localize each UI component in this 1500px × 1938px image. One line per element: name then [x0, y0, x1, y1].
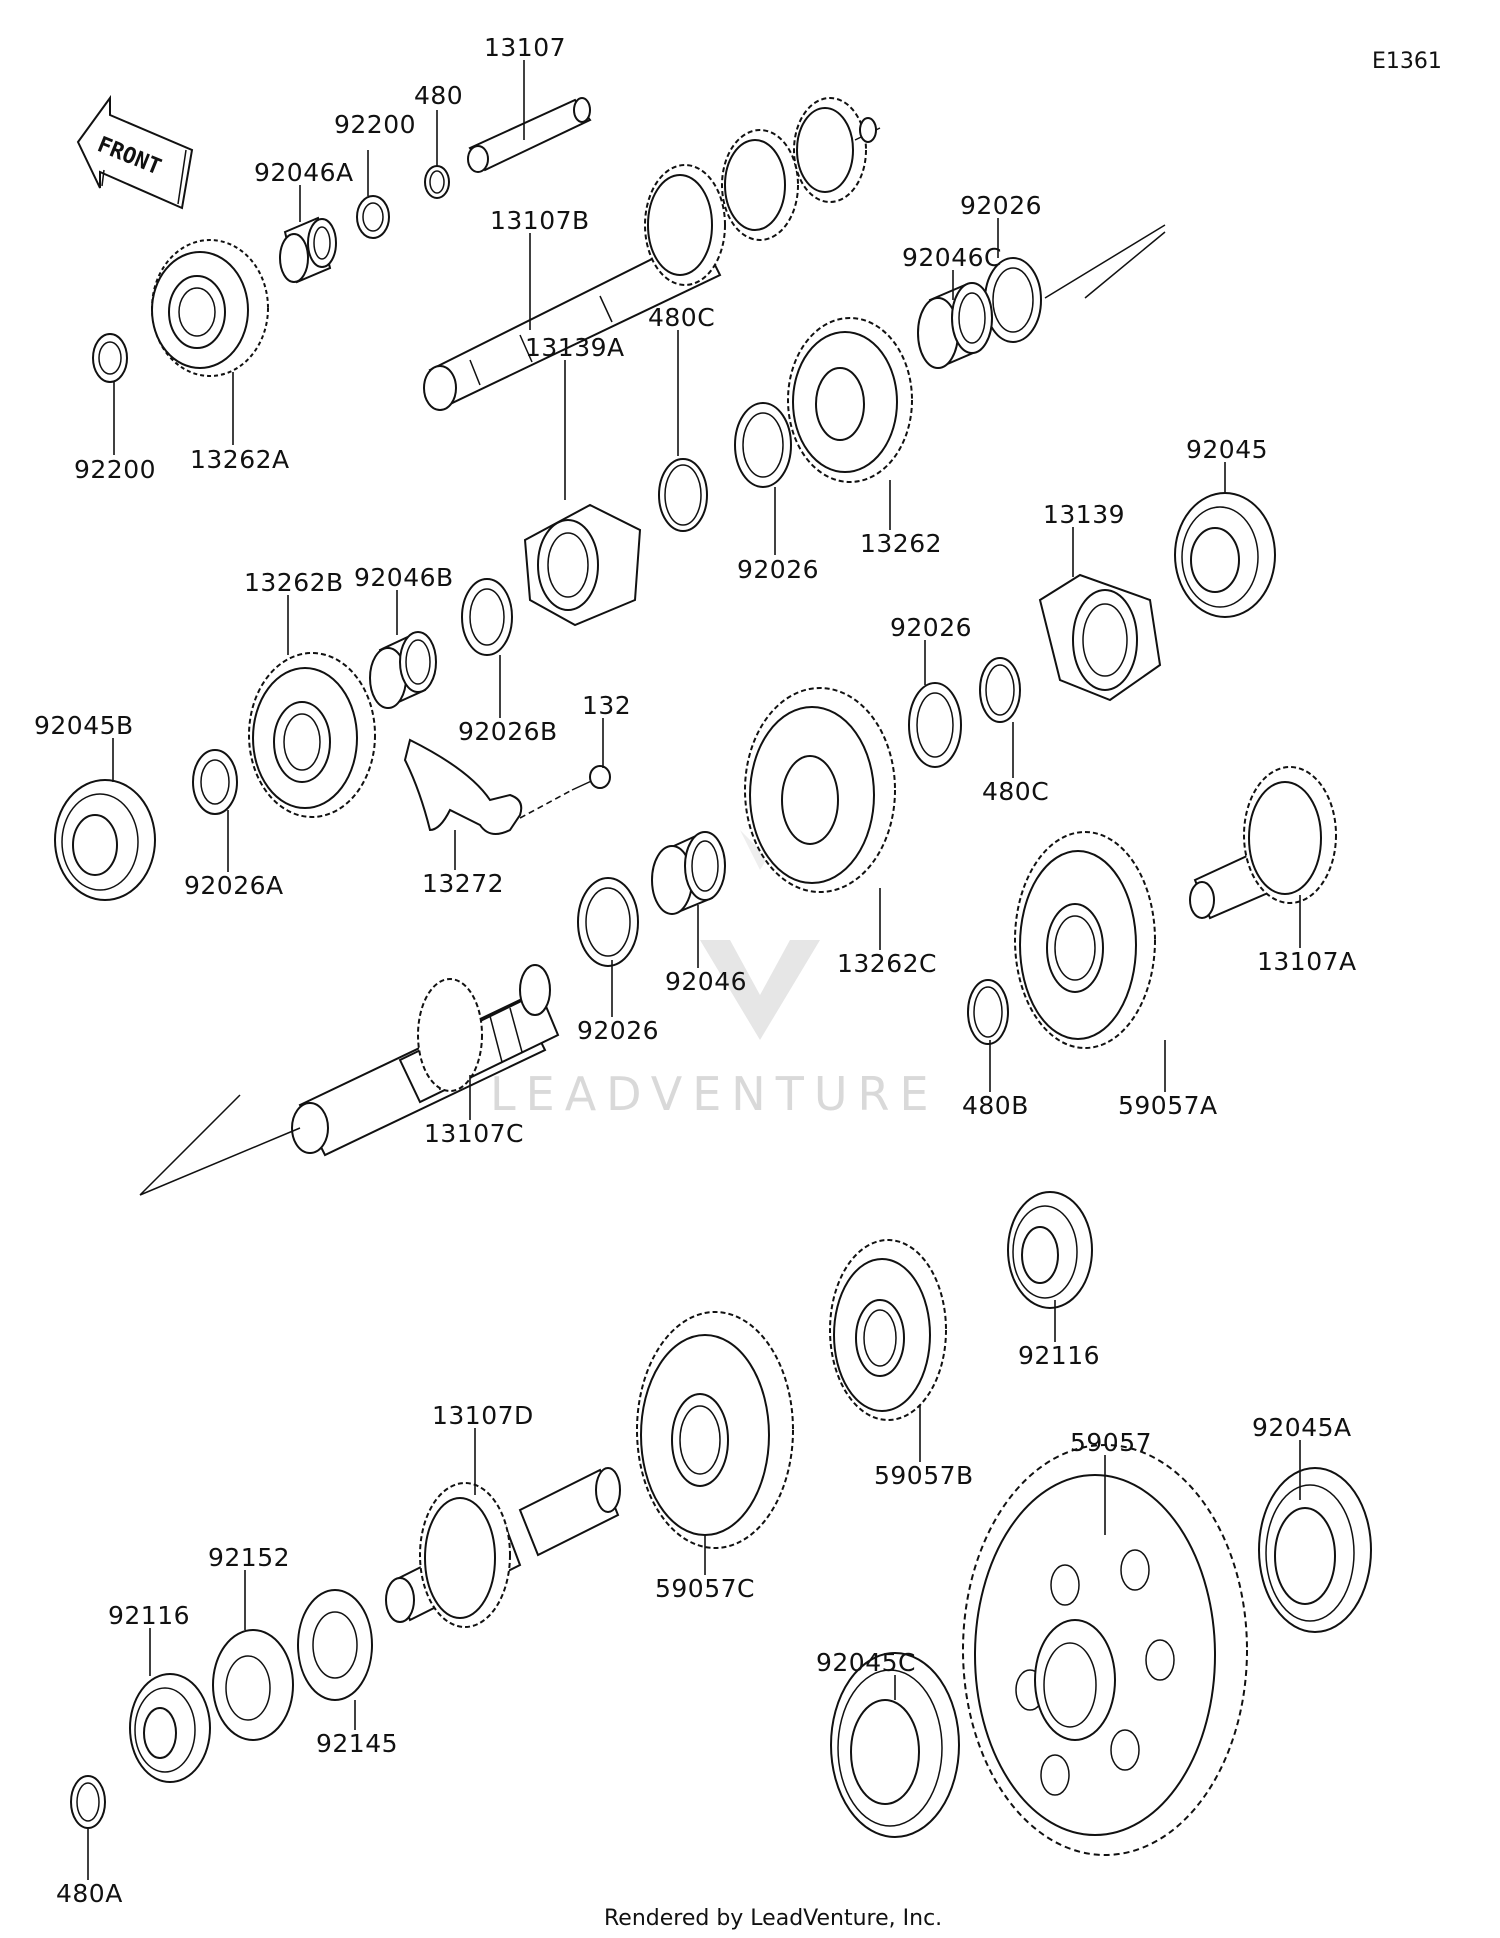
- pinion-shaft-13107A: [1189, 766, 1337, 920]
- callout-92026-top[interactable]: 92026: [960, 191, 1042, 220]
- ball-bearing-92045A: [1258, 1467, 1372, 1633]
- dog-hub-13139: [1038, 573, 1162, 702]
- washer-92200-lower: [92, 333, 128, 383]
- render-credit: Rendered by LeadVenture, Inc.: [604, 1906, 942, 1931]
- callout-480C-upper[interactable]: 480C: [648, 303, 715, 332]
- callout-92045A[interactable]: 92045A: [1252, 1413, 1352, 1442]
- ball-bearing-92045B: [54, 779, 156, 901]
- callout-92026-mid[interactable]: 92026: [737, 555, 819, 584]
- washer-92145: [297, 1589, 373, 1701]
- callout-92046B[interactable]: 92046B: [354, 563, 454, 592]
- callout-92200-upper[interactable]: 92200: [334, 110, 416, 139]
- bolt-132: [571, 765, 611, 791]
- washer-92200-upper: [356, 195, 390, 239]
- callout-92026A[interactable]: 92026A: [184, 871, 284, 900]
- callout-13107C[interactable]: 13107C: [424, 1119, 524, 1148]
- callout-92046A[interactable]: 92046A: [254, 158, 354, 187]
- callout-13107D[interactable]: 13107D: [432, 1401, 534, 1430]
- gear-59057C: [636, 1311, 794, 1549]
- leader-lines: [87, 60, 1301, 1880]
- roller-bearing-92116-upper: [1007, 1191, 1093, 1309]
- dog-hub-13139A: [523, 503, 642, 627]
- callout-13262[interactable]: 13262: [860, 529, 942, 558]
- needle-bearing-92046: [651, 831, 726, 915]
- callout-13262C[interactable]: 13262C: [837, 949, 937, 978]
- callout-13139A[interactable]: 13139A: [525, 333, 625, 362]
- needle-bearing-92046B: [369, 631, 437, 709]
- callout-92045C[interactable]: 92045C: [816, 1648, 916, 1677]
- washer-92026-mid: [734, 402, 792, 488]
- seal-92152: [212, 1629, 294, 1741]
- gear-59057A: [1014, 831, 1156, 1049]
- callout-480[interactable]: 480: [414, 81, 463, 110]
- callout-92152[interactable]: 92152: [208, 1543, 290, 1572]
- needle-bearing-92046A: [279, 216, 337, 284]
- callout-92045B[interactable]: 92045B: [34, 711, 134, 740]
- callout-13139[interactable]: 13139: [1043, 500, 1125, 529]
- callout-13107B[interactable]: 13107B: [490, 206, 590, 235]
- gear-59057: [962, 1444, 1248, 1856]
- callout-92116-upper[interactable]: 92116: [1018, 1341, 1100, 1370]
- callout-92045[interactable]: 92045: [1186, 435, 1268, 464]
- watermark: LEADVENTURE: [490, 830, 939, 1121]
- counter-shaft-13107C: [291, 964, 560, 1157]
- circlip-480A: [70, 1775, 106, 1829]
- callout-480B[interactable]: 480B: [962, 1091, 1029, 1120]
- callout-59057C[interactable]: 59057C: [655, 1574, 755, 1603]
- diagram-id: E1361: [1372, 49, 1442, 74]
- callout-92116-lower[interactable]: 92116: [108, 1601, 190, 1630]
- circlip-480C-lower: [979, 657, 1021, 723]
- callout-132[interactable]: 132: [582, 691, 631, 720]
- callout-13262B[interactable]: 13262B: [244, 568, 344, 597]
- callout-59057[interactable]: 59057: [1070, 1428, 1152, 1457]
- callout-92145[interactable]: 92145: [316, 1729, 398, 1758]
- needle-bearing-92046C: [917, 282, 993, 369]
- callout-92046C[interactable]: 92046C: [902, 243, 1002, 272]
- callout-480C-lower[interactable]: 480C: [982, 777, 1049, 806]
- part-callouts: 13107 480 92200 92046A 13107B 92026 9204…: [34, 33, 1357, 1908]
- callout-13272[interactable]: 13272: [422, 869, 504, 898]
- shaft-pin-13107: [467, 97, 592, 173]
- callout-92200-lower[interactable]: 92200: [74, 455, 156, 484]
- callout-92026B[interactable]: 92026B: [458, 717, 558, 746]
- washer-92026A: [192, 749, 238, 815]
- washer-92026B: [461, 578, 513, 656]
- circlip-480C-upper: [658, 458, 708, 532]
- callout-59057A[interactable]: 59057A: [1118, 1091, 1218, 1120]
- callout-92026-right[interactable]: 92026: [890, 613, 972, 642]
- gear-13262B: [248, 652, 376, 818]
- callout-59057B[interactable]: 59057B: [874, 1461, 974, 1490]
- main-shaft-13107B: [423, 97, 881, 411]
- callout-92046[interactable]: 92046: [665, 967, 747, 996]
- callout-13107A[interactable]: 13107A: [1257, 947, 1357, 976]
- washer-92026-center: [577, 877, 639, 967]
- roller-bearing-92116-lower: [129, 1673, 211, 1783]
- callout-13107[interactable]: 13107: [484, 33, 566, 62]
- circlip-480: [424, 165, 450, 199]
- circlip-480B: [967, 979, 1009, 1045]
- ball-bearing-92045C: [830, 1652, 960, 1838]
- gear-59057B: [829, 1239, 947, 1421]
- watermark-text: LEADVENTURE: [490, 1067, 939, 1121]
- ball-bearing-92045: [1174, 492, 1276, 618]
- shaft-13107D: [385, 1467, 621, 1628]
- front-arrow-icon: FRONT: [76, 94, 194, 210]
- callout-92026-center[interactable]: 92026: [577, 1016, 659, 1045]
- gear-13262A: [151, 239, 269, 377]
- gear-13262: [787, 317, 913, 483]
- callout-13262A[interactable]: 13262A: [190, 445, 290, 474]
- gear-13262C: [744, 687, 896, 893]
- callout-480A[interactable]: 480A: [56, 1879, 123, 1908]
- washer-92026-right: [908, 682, 962, 768]
- plate-13272: [403, 738, 523, 835]
